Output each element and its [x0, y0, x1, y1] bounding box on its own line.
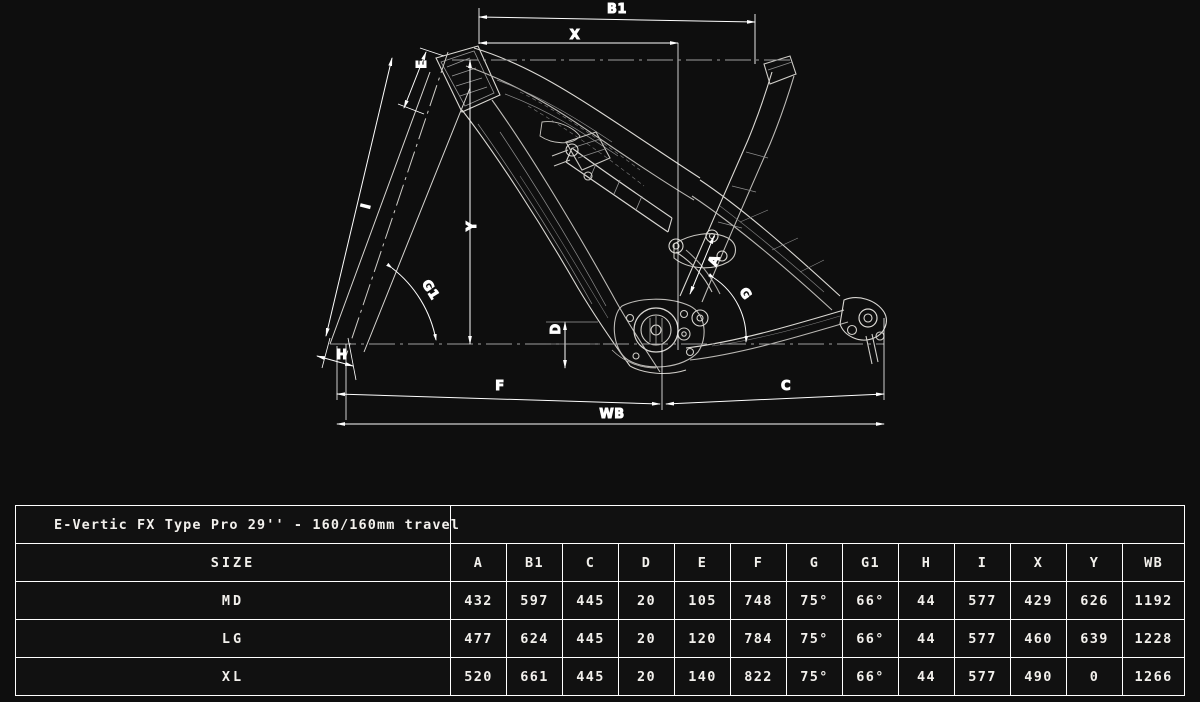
dimension-label-d: D: [549, 323, 564, 334]
cell-lg-wb: 1228: [1121, 619, 1186, 658]
cell-lg-h: 44: [898, 619, 955, 658]
bike-frame-illustration: [435, 45, 887, 375]
cell-md-b1: 597: [506, 581, 563, 620]
dimension-label-wb: WB: [599, 407, 624, 422]
geometry-table: E-Vertic FX Type Pro 29'' - 160/160mm tr…: [15, 505, 1186, 696]
dimension-label-y: Y: [465, 221, 480, 232]
dimension-e: [397, 47, 445, 115]
column-header-b1: B1: [506, 543, 563, 582]
cell-lg-b1: 624: [506, 619, 563, 658]
dimension-label-g1: G1: [418, 277, 442, 303]
table-row: MD 432 597 445 20 105 748 75° 66° 44 577…: [15, 581, 1186, 620]
column-header-f: F: [730, 543, 787, 582]
column-header-c: C: [562, 543, 619, 582]
dimension-g1-angle: [386, 262, 437, 341]
dimension-b1: [478, 8, 756, 64]
column-header-wb: WB: [1121, 543, 1186, 582]
column-header-a: A: [450, 543, 507, 582]
cell-md-wb: 1192: [1121, 581, 1186, 620]
cell-xl-c: 445: [562, 657, 619, 696]
model-title: E-Vertic FX Type Pro 29'' - 160/160mm tr…: [15, 505, 459, 544]
dimension-x: [478, 41, 679, 350]
cell-lg-e: 120: [674, 619, 731, 658]
cell-lg-y: 639: [1066, 619, 1123, 658]
cell-xl-wb: 1266: [1121, 657, 1186, 696]
cell-xl-f: 822: [730, 657, 787, 696]
dimension-label-b1: B1: [607, 2, 627, 17]
dimension-a: [689, 235, 715, 295]
cell-lg-d: 20: [618, 619, 675, 658]
column-header-g: G: [786, 543, 843, 582]
column-header-e: E: [674, 543, 731, 582]
column-header-d: D: [618, 543, 675, 582]
column-header-x: X: [1010, 543, 1067, 582]
dimension-h: [316, 337, 357, 420]
dimension-label-f: F: [495, 379, 504, 394]
cell-xl-d: 20: [618, 657, 675, 696]
size-label-xl: XL: [15, 657, 451, 696]
table-title-row: E-Vertic FX Type Pro 29'' - 160/160mm tr…: [15, 505, 1186, 544]
dimension-i: [325, 57, 393, 337]
frame-geometry-drawing: B1 X E: [316, 2, 887, 426]
dimension-label-h: H: [336, 348, 347, 363]
cell-xl-a: 520: [450, 657, 507, 696]
cell-md-h: 44: [898, 581, 955, 620]
dimension-f: [336, 344, 663, 410]
cell-lg-g1: 66°: [842, 619, 899, 658]
dimension-label-a: A: [706, 253, 724, 268]
cell-xl-e: 140: [674, 657, 731, 696]
cell-lg-c: 445: [562, 619, 619, 658]
size-label-lg: LG: [15, 619, 451, 658]
column-header-h: H: [898, 543, 955, 582]
dimension-label-c: C: [781, 379, 791, 394]
cell-md-y: 626: [1066, 581, 1123, 620]
cell-xl-y: 0: [1066, 657, 1123, 696]
table-row: XL 520 661 445 20 140 822 75° 66° 44 577…: [15, 657, 1186, 696]
dimension-label-x: X: [570, 28, 581, 43]
fork-axis-lines: [329, 51, 471, 357]
cell-xl-g: 75°: [786, 657, 843, 696]
cell-md-x: 429: [1010, 581, 1067, 620]
column-header-i: I: [954, 543, 1011, 582]
size-column-header: SIZE: [15, 543, 451, 582]
cell-lg-a: 477: [450, 619, 507, 658]
table-header-row: SIZE A B1 C D E F G G1 H I X Y WB: [15, 543, 1186, 582]
cell-lg-g: 75°: [786, 619, 843, 658]
dimension-label-i: I: [359, 202, 375, 211]
cell-md-g: 75°: [786, 581, 843, 620]
dimension-c: [665, 318, 885, 406]
cell-xl-b1: 661: [506, 657, 563, 696]
cell-xl-i: 577: [954, 657, 1011, 696]
title-row-blank: [449, 505, 1186, 544]
cell-md-c: 445: [562, 581, 619, 620]
cell-md-i: 577: [954, 581, 1011, 620]
cell-xl-g1: 66°: [842, 657, 899, 696]
dimension-label-e: E: [415, 59, 430, 68]
cell-lg-x: 460: [1010, 619, 1067, 658]
cell-lg-f: 784: [730, 619, 787, 658]
size-label-md: MD: [15, 581, 451, 620]
cell-md-f: 748: [730, 581, 787, 620]
cell-lg-i: 577: [954, 619, 1011, 658]
cell-md-a: 432: [450, 581, 507, 620]
dimension-g-angle: [708, 273, 749, 343]
cell-md-d: 20: [618, 581, 675, 620]
table-row: LG 477 624 445 20 120 784 75° 66° 44 577…: [15, 619, 1186, 658]
cell-xl-x: 490: [1010, 657, 1067, 696]
dimension-label-g: G: [736, 285, 755, 303]
cell-md-g1: 66°: [842, 581, 899, 620]
column-header-y: Y: [1066, 543, 1123, 582]
dimension-d: [546, 321, 600, 369]
cell-xl-h: 44: [898, 657, 955, 696]
cell-md-e: 105: [674, 581, 731, 620]
column-header-g1: G1: [842, 543, 899, 582]
